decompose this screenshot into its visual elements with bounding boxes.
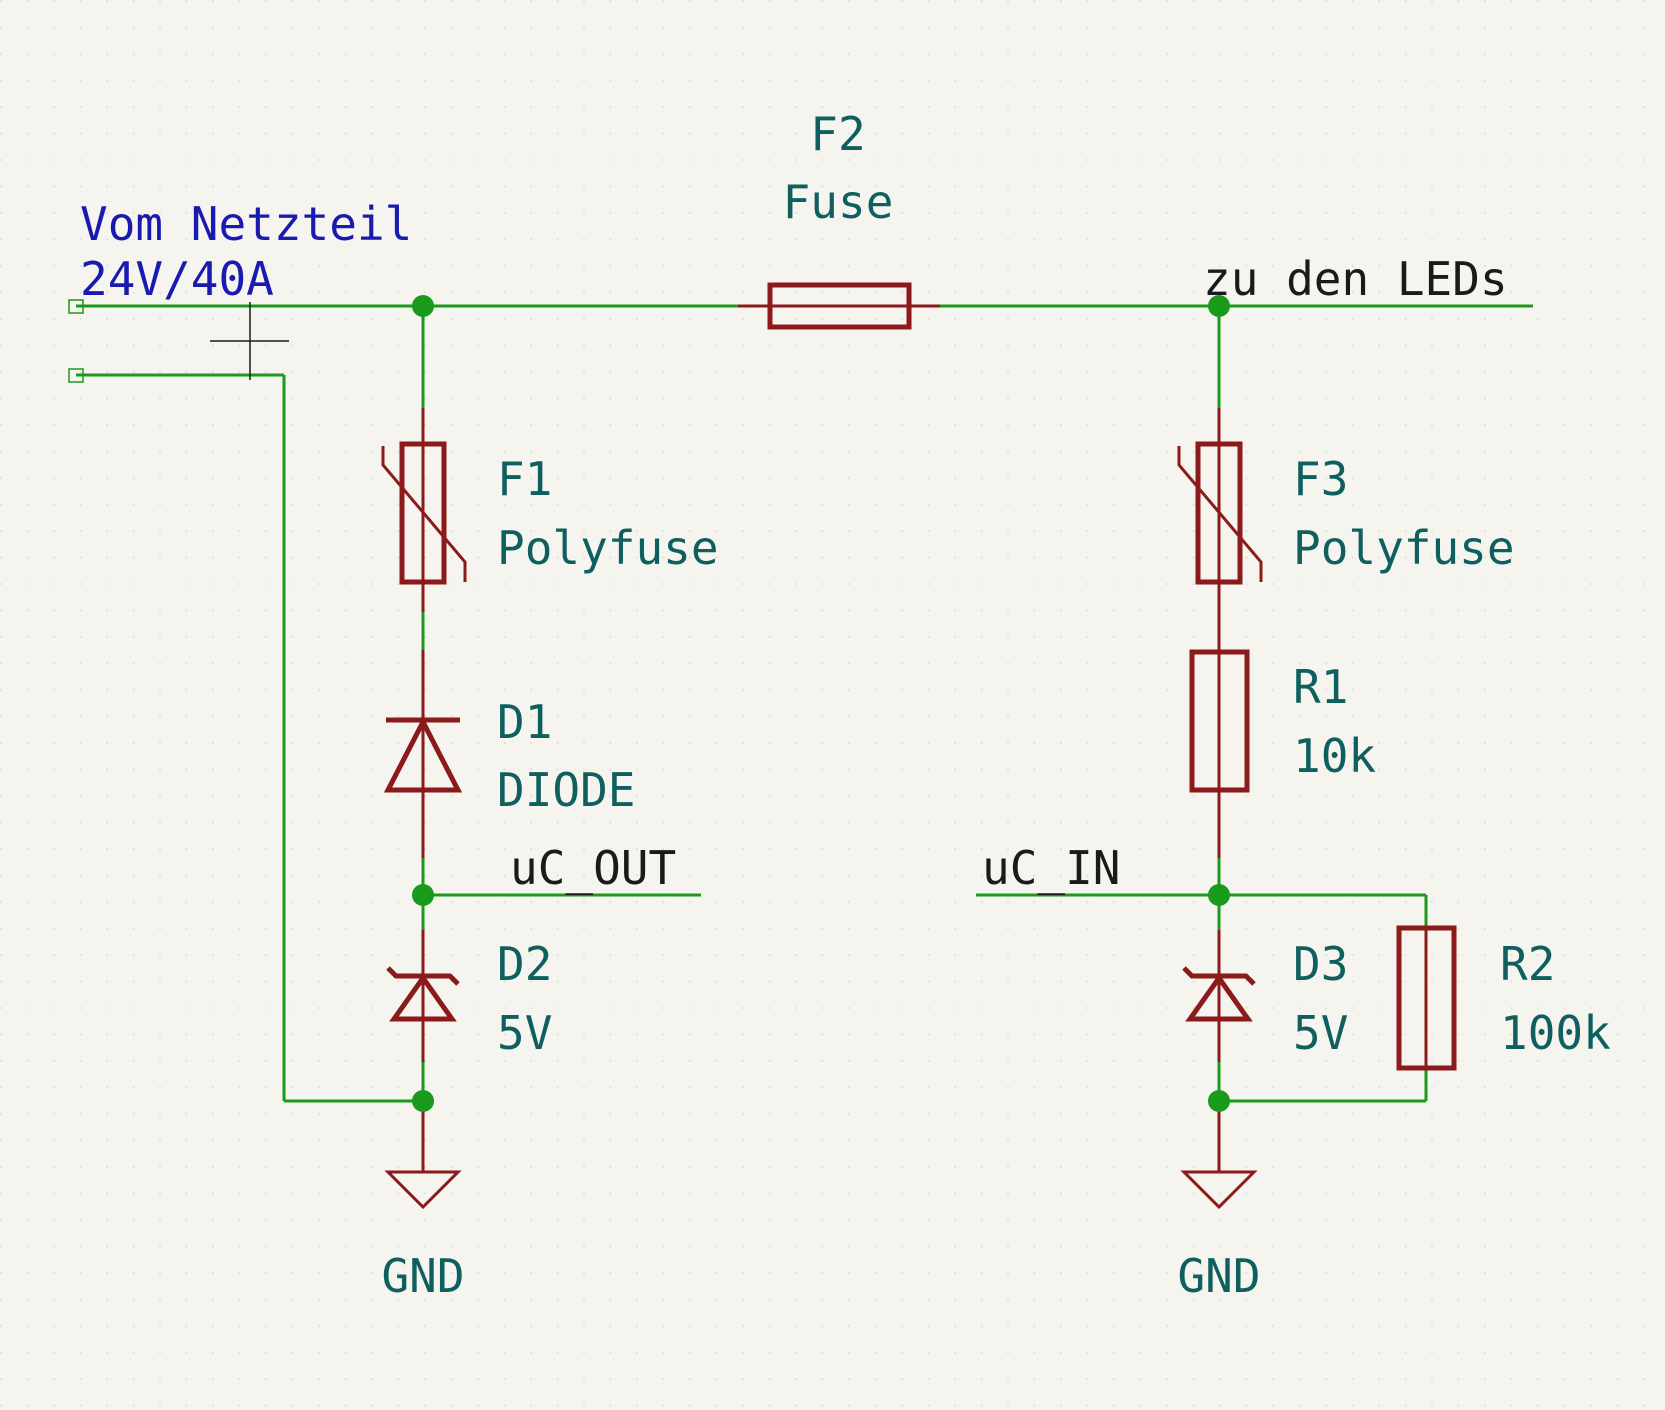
r2-value: 100k (1500, 1006, 1611, 1060)
f3-value: Polyfuse (1293, 521, 1515, 575)
r2-ref: R2 (1500, 937, 1555, 991)
r1-value: 10k (1293, 729, 1376, 783)
d2-ref: D2 (497, 937, 552, 991)
junction-top-right[interactable] (1208, 295, 1230, 317)
fuse-f2-symbol[interactable] (738, 282, 940, 330)
resistor-r2-symbol[interactable] (1396, 925, 1457, 1071)
input-pin-1[interactable] (68, 299, 84, 314)
f2-ref: F2 (810, 107, 865, 161)
gnd-symbol-left[interactable] (384, 1101, 462, 1210)
gnd-label-left: GND (381, 1249, 464, 1303)
net-label-leds[interactable]: zu den LEDs (1203, 252, 1508, 306)
d1-ref: D1 (497, 695, 552, 749)
junction-top-left[interactable] (412, 295, 434, 317)
polyfuse-f3-symbol[interactable] (1177, 408, 1263, 650)
diode-d1-symbol[interactable] (383, 650, 463, 858)
junction-uc-out[interactable] (412, 884, 434, 906)
f3-ref: F3 (1293, 452, 1348, 506)
f1-value: Polyfuse (497, 521, 719, 575)
junction-gnd-left[interactable] (412, 1090, 434, 1112)
d3-ref: D3 (1293, 937, 1348, 991)
polyfuse-f1-symbol[interactable] (381, 408, 467, 612)
input-pin-2[interactable] (68, 368, 84, 383)
net-label-uc-out[interactable]: uC_OUT (510, 841, 676, 895)
d1-value: DIODE (497, 763, 635, 817)
r1-ref: R1 (1293, 660, 1348, 714)
zener-d3-symbol[interactable] (1182, 930, 1256, 1062)
d2-value: 5V (497, 1006, 552, 1060)
f1-ref: F1 (497, 452, 552, 506)
resistor-r1-symbol[interactable] (1189, 610, 1250, 858)
zener-d2-symbol[interactable] (386, 930, 460, 1062)
gnd-symbol-right[interactable] (1180, 1101, 1258, 1210)
note-line1: Vom Netzteil (80, 197, 412, 251)
net-label-uc-in[interactable]: uC_IN (982, 841, 1120, 895)
junction-gnd-right[interactable] (1208, 1090, 1230, 1112)
gnd-label-right: GND (1177, 1249, 1260, 1303)
junction-uc-in[interactable] (1208, 884, 1230, 906)
note-line2: 24V/40A (80, 252, 274, 306)
f2-value: Fuse (783, 175, 894, 229)
d3-value: 5V (1293, 1006, 1348, 1060)
